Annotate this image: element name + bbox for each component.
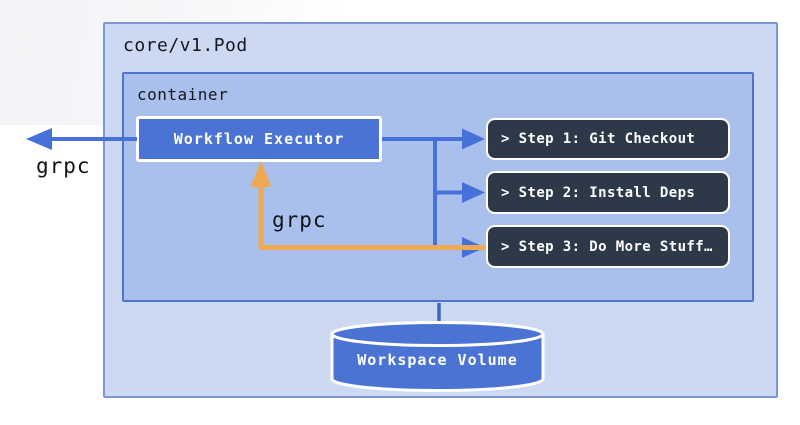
workflow-executor-node: Workflow Executor bbox=[136, 116, 382, 162]
step-node-2: > Step 2: Install Deps bbox=[486, 171, 730, 214]
container-label: container bbox=[137, 85, 229, 104]
pod-label: core/v1.Pod bbox=[123, 35, 248, 56]
workspace-volume-label: Workspace Volume bbox=[357, 351, 518, 369]
step-1-label: > Step 1: Git Checkout bbox=[501, 131, 696, 147]
grpc-in-label: grpc bbox=[272, 208, 327, 232]
step-node-3: > Step 3: Do More Stuff… bbox=[486, 225, 730, 268]
workflow-executor-label: Workflow Executor bbox=[173, 130, 345, 148]
step-node-1: > Step 1: Git Checkout bbox=[486, 118, 730, 160]
grpc-out-label: grpc bbox=[36, 154, 91, 178]
step-3-label: > Step 3: Do More Stuff… bbox=[501, 238, 713, 255]
step-2-label: > Step 2: Install Deps bbox=[501, 184, 696, 201]
